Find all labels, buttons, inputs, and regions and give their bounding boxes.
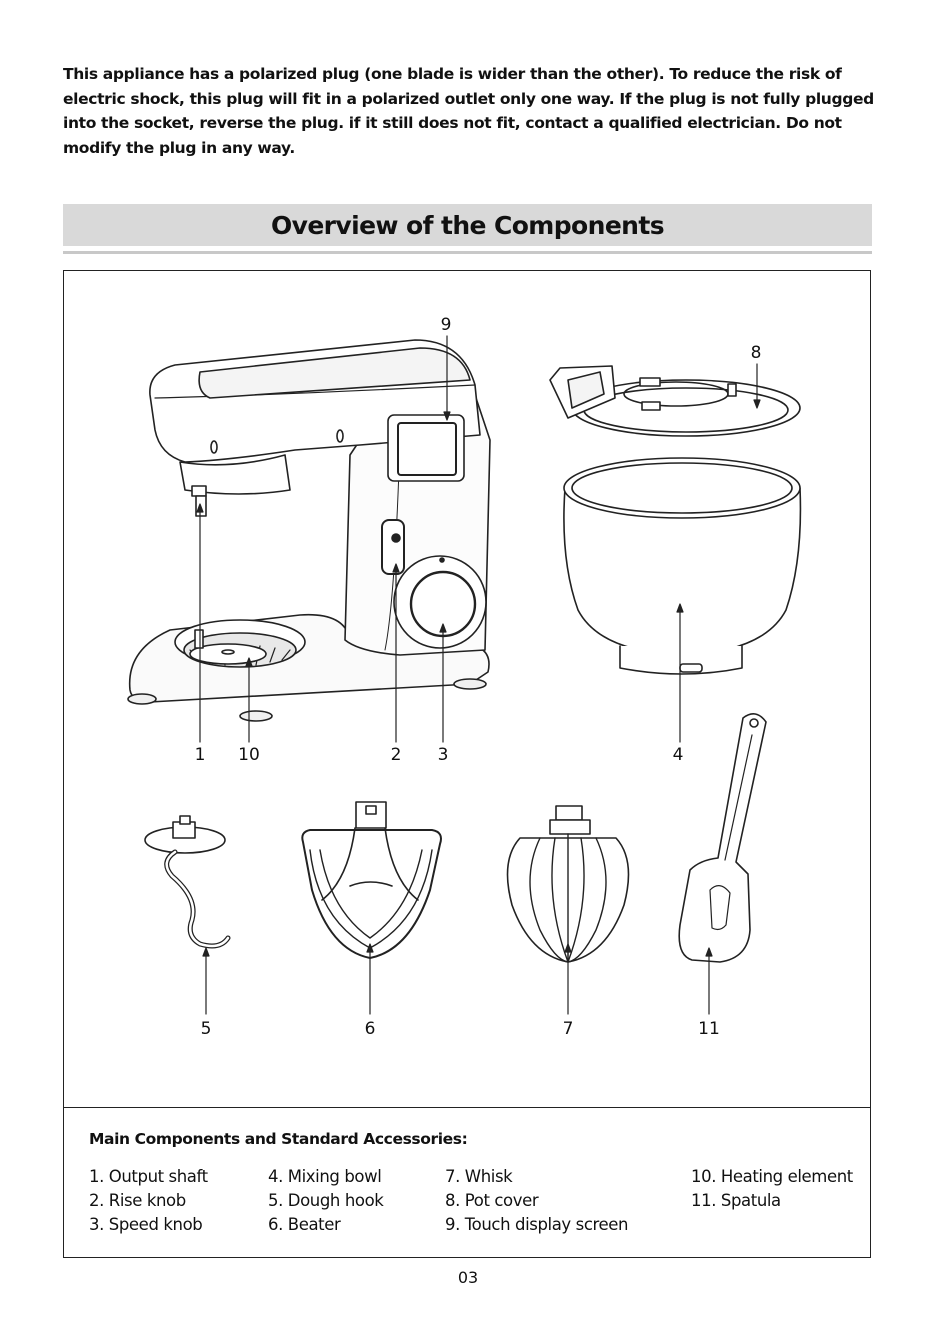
legend-item: 11. Spatula xyxy=(691,1191,781,1210)
legend-item: 5. Dough hook xyxy=(268,1191,384,1210)
legend-column-3: 7. Whisk 8. Pot cover 9. Touch display s… xyxy=(445,1165,628,1237)
whisk-drawing xyxy=(506,805,630,963)
callout-4: 4 xyxy=(673,745,684,765)
legend-column-2: 4. Mixing bowl 5. Dough hook 6. Beater xyxy=(268,1165,384,1237)
callout-numbers: 1 10 2 3 4 9 8 5 6 7 11 xyxy=(195,315,762,1039)
callout-8: 8 xyxy=(751,343,762,363)
legend-item: 1. Output shaft xyxy=(89,1167,208,1186)
leader-lines xyxy=(196,335,761,1015)
callout-7: 7 xyxy=(563,1019,574,1039)
page-number: 03 xyxy=(457,1268,479,1287)
components-illustration: 1 10 2 3 4 9 8 5 6 7 11 xyxy=(127,315,802,1039)
pot-cover-drawing xyxy=(549,365,801,437)
stand-mixer-drawing xyxy=(127,339,491,722)
mixing-bowl-drawing xyxy=(563,457,802,675)
callout-11: 11 xyxy=(698,1019,720,1039)
section-title: Overview of the Components xyxy=(270,210,665,240)
beater-drawing xyxy=(301,801,442,959)
legend-item: 10. Heating element xyxy=(691,1167,853,1186)
polarized-plug-warning: This appliance has a polarized plug (one… xyxy=(63,65,874,157)
spatula-drawing xyxy=(678,713,767,963)
callout-5: 5 xyxy=(201,1019,212,1039)
legend-item: 6. Beater xyxy=(268,1215,341,1234)
callout-1: 1 xyxy=(195,745,206,765)
callout-2: 2 xyxy=(391,745,402,765)
dough-hook-drawing xyxy=(144,815,231,949)
legend-item: 4. Mixing bowl xyxy=(268,1167,382,1186)
banner-underline xyxy=(63,251,872,254)
components-frame xyxy=(63,270,871,1258)
callout-9: 9 xyxy=(441,315,452,335)
callout-3: 3 xyxy=(438,745,449,765)
legend-divider xyxy=(63,1107,871,1108)
legend-item: 3. Speed knob xyxy=(89,1215,203,1234)
legend-column-4: 10. Heating element 11. Spatula xyxy=(691,1165,853,1213)
callout-10: 10 xyxy=(238,745,260,765)
legend-column-1: 1. Output shaft 2. Rise knob 3. Speed kn… xyxy=(89,1165,208,1237)
legend-item: 7. Whisk xyxy=(445,1167,513,1186)
section-banner: Overview of the Components xyxy=(63,204,872,246)
legend-item: 8. Pot cover xyxy=(445,1191,539,1210)
legend-title: Main Components and Standard Accessories… xyxy=(89,1130,468,1148)
callout-6: 6 xyxy=(365,1019,376,1039)
legend-item: 2. Rise knob xyxy=(89,1191,186,1210)
legend-item: 9. Touch display screen xyxy=(445,1215,629,1234)
